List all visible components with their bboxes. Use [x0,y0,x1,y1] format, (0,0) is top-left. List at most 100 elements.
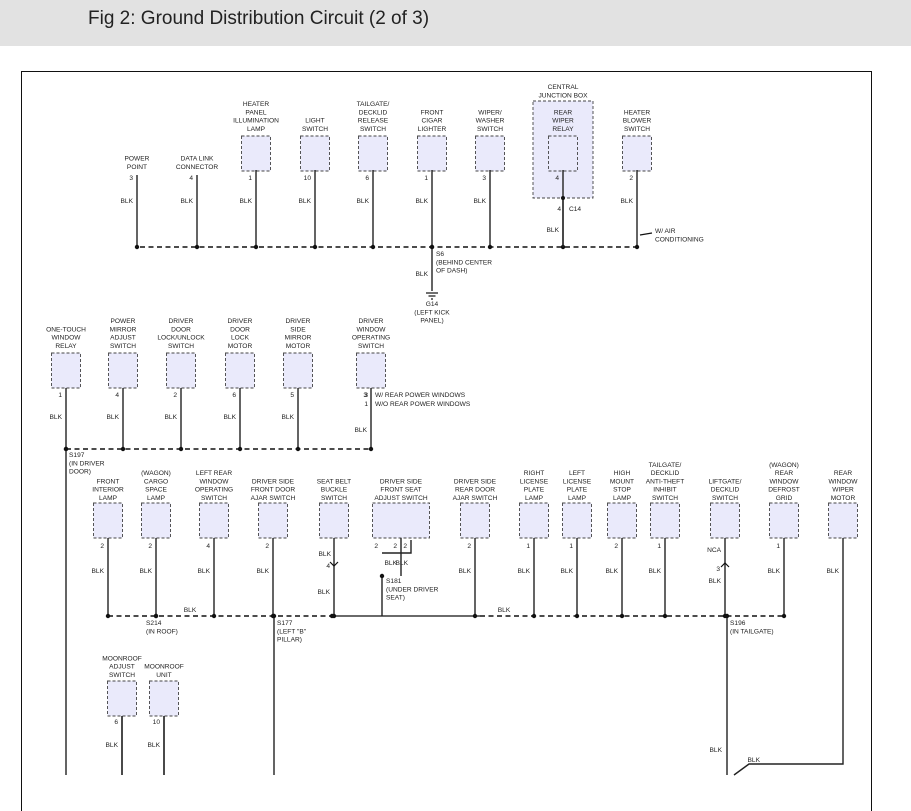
driver-side-rear-door-ajar-switch-splice-dot [472,613,478,619]
splice-dot [271,613,277,619]
wagon-cargo-space-lamp-label: LAMP [147,495,166,502]
s196-trunk-wire-color: BLK [710,747,723,754]
wagon-rear-window-defrost-grid-label: WINDOW [770,478,800,485]
moonroof-unit-label: MOONROOF [144,664,184,671]
one-touch-window-relay-label: WINDOW [52,335,82,342]
driver-window-operating-switch-pin: 3 [363,392,367,399]
high-mount-stop-lamp-label: HIGH [614,470,631,477]
tailgate-decklid-release-switch-label: DECKLID [359,109,388,116]
left-license-plate-lamp-label: LICENSE [563,478,592,485]
high-mount-stop-lamp-box [607,502,637,539]
air-conditioning-note: W/ AIR [655,228,676,235]
moonroof-adjust-switch-pin: 6 [114,719,118,726]
splice-dot [63,446,69,452]
page-title: Fig 2: Ground Distribution Circuit (2 of… [88,8,430,29]
front-cigar-lighter-label: CIGAR [422,118,443,125]
heater-blower-switch-label: HEATER [624,109,650,116]
front-interior-lamp-splice-dot [105,613,111,619]
driver-door-lock-motor-pin: 6 [232,392,236,399]
s177-note: S177 [277,620,293,627]
left-rear-window-operating-switch-pin: 4 [206,543,210,550]
front-cigar-lighter-pin: 1 [424,175,428,182]
driver-door-lock-unlock-switch-splice-dot [178,446,184,452]
front-interior-lamp-label: FRONT [97,478,120,485]
power-mirror-adjust-switch-label: ADJUST [110,335,136,342]
tailgate-decklid-release-switch-label: SWITCH [360,126,386,133]
front-cigar-lighter-wire-color: BLK [416,198,429,205]
driver-side-front-door-ajar-switch-wire-color: BLK [257,568,270,575]
driver-door-lock-unlock-switch-box [166,352,196,389]
liftgate-decklid-switch-label: LIFTGATE/ [709,478,742,485]
c14-label: C14 [569,206,581,213]
driver-door-lock-unlock-switch-label: SWITCH [168,343,194,350]
liftgate-decklid-switch-wire-color: BLK [709,578,722,585]
s6-note: S6 [436,251,444,258]
high-mount-stop-lamp-splice-dot [619,613,625,619]
rear-wiper-relay-label: WIPER [552,118,574,125]
driver-window-operating-switch-splice-dot [368,446,374,452]
tailgate-decklid-anti-theft-inhibit-switch-pin: 1 [657,543,661,550]
s197-note: DOOR) [69,469,91,476]
liftgate-pin: 3 [716,566,720,573]
front-interior-lamp-pin: 2 [100,543,104,550]
right-license-plate-lamp-label: RIGHT [524,470,545,477]
wiring [65,100,844,776]
power-mirror-adjust-switch-wire-color: BLK [107,414,120,421]
wagon-rear-window-defrost-grid-label: DEFROST [768,487,800,494]
heater-panel-illumination-lamp-wire-color: BLK [240,198,253,205]
wiper-washer-switch-pin: 3 [482,175,486,182]
light-switch-splice-dot [312,244,318,250]
tailgate-decklid-anti-theft-inhibit-switch: TAILGATE/DECKLIDANTI-THEFTINHIBITSWITCH1… [646,462,684,619]
wiper-washer-switch-wire-color: BLK [474,198,487,205]
seat-belt-buckle-switch-box [319,502,349,539]
data-link-connector-pin: 4 [189,175,193,182]
left-license-plate-lamp-wire-color: BLK [561,568,574,575]
driver-side-mirror-motor-pin: 5 [290,392,294,399]
tailgate-decklid-anti-theft-inhibit-switch-box [650,502,680,539]
tailgate-decklid-release-switch-label: RELEASE [358,118,389,125]
moonroof-adjust-switch-label: MOONROOF [102,655,142,662]
wagon-rear-window-defrost-grid-pin: 1 [776,543,780,550]
left-rear-window-operating-switch-label: OPERATING [195,487,233,494]
rear-wiper-relay-junction-dot [561,196,565,200]
left-license-plate-lamp-splice-dot [574,613,580,619]
seat-belt-connector-mark [329,561,339,567]
driver-side-mirror-motor-label: MOTOR [286,343,311,350]
tailgate-decklid-release-switch-splice-dot [370,244,376,250]
wagon-cargo-space-lamp-wire-color: BLK [140,568,153,575]
seat-adjust-pin-right: 2 [403,543,407,550]
left-rear-window-operating-switch-label: LEFT REAR [196,470,232,477]
air-conditioning-leader [639,232,653,236]
driver-door-lock-unlock-switch-label: LOCK/UNLOCK [157,335,205,342]
driver-side-rear-door-ajar-switch-wire-color: BLK [459,568,472,575]
driver-window-operating-switch-label: DRIVER [359,318,384,325]
driver-door-lock-motor-splice-dot [237,446,243,452]
heater-panel-illumination-lamp-label: LAMP [247,126,266,133]
driver-window-operating-switch-label: WINDOW [357,326,387,333]
seat-belt-buckle-switch-label: BUCKLE [321,487,348,494]
moonroof-adjust-switch-label: SWITCH [109,672,135,679]
driver-side-mirror-motor-splice-dot [295,446,301,452]
s6-note: OF DASH) [436,268,468,275]
moonroof-adjust-switch-label: ADJUST [109,664,135,671]
heater-blower-switch-label: SWITCH [624,126,650,133]
right-license-plate-lamp-box [519,502,549,539]
rear-wiper-relay-label: REAR [554,109,573,116]
wagon-rear-window-defrost-grid-label: GRID [776,495,793,502]
left-rear-window-operating-switch-wire-color: BLK [198,568,211,575]
heater-blower-switch-label: BLOWER [623,118,652,125]
left-rear-window-operating-switch-box [199,502,229,539]
driver-door-lock-unlock-switch-pin: 2 [173,392,177,399]
s177-note: PILLAR) [277,637,302,644]
driver-side-front-seat-adjust-switch-box [372,502,430,539]
